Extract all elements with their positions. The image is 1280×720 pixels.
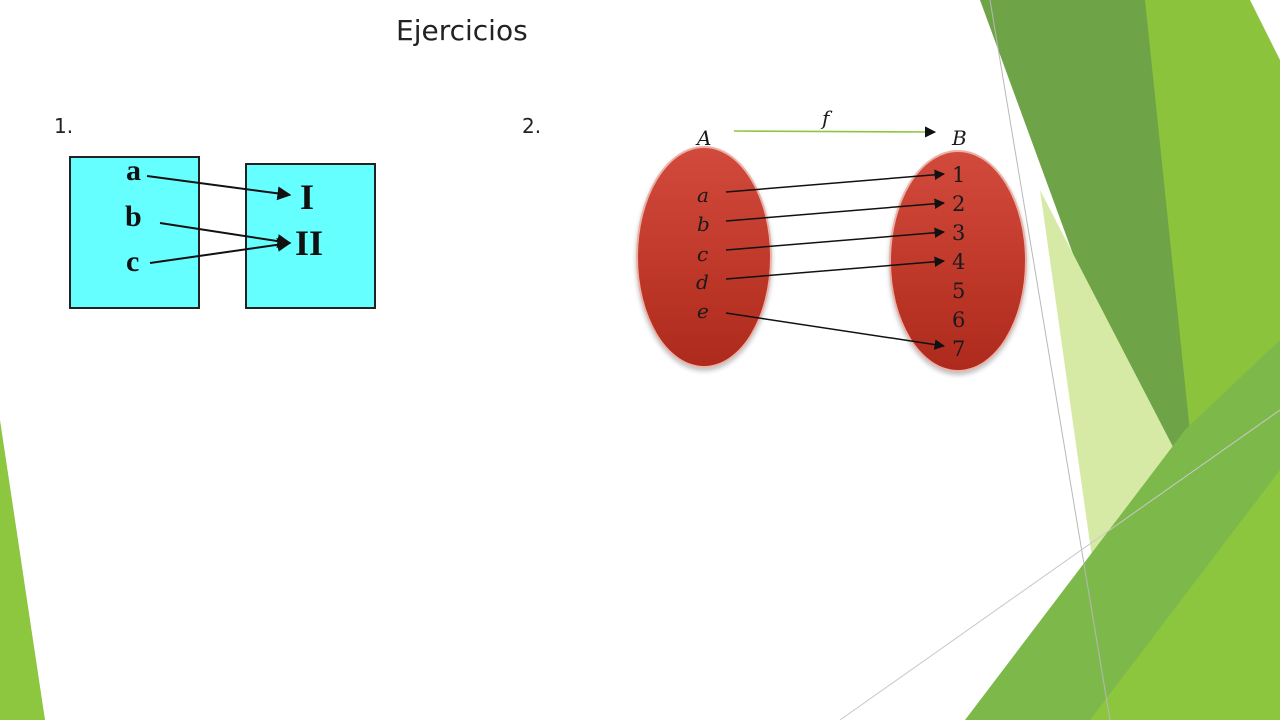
exercise-1-item-c: c [126, 245, 140, 278]
set-a-item-c: c [697, 242, 709, 266]
set-a-item-e: e [697, 299, 709, 323]
set-b-item-2: 2 [952, 192, 966, 216]
deco-thin-line-2 [839, 409, 1280, 720]
exercise-1-item-b: b [125, 200, 142, 233]
set-b-label: B [952, 126, 967, 150]
set-a-item-d: d [696, 270, 709, 294]
arrow-b-to-II [159, 222, 292, 249]
exercise-1-domain-box [69, 156, 200, 309]
deco-lower-bright-triangle [1090, 470, 1280, 720]
set-b-item-5: 5 [952, 279, 966, 303]
set-a-ellipse [636, 146, 772, 368]
arrow-a-to-I [146, 175, 292, 201]
set-b-item-4: 4 [952, 250, 966, 274]
deco-left-green-sliver [0, 420, 45, 720]
arrow-e-to-7 [725, 312, 946, 350]
deco-thin-line-1 [989, 0, 1111, 720]
exercise-1-item-I: I [300, 177, 315, 217]
exercise-1-item-a: a [126, 154, 141, 187]
arrow-b-to-2 [725, 198, 946, 222]
set-a-item-a: a [697, 183, 709, 207]
arrow-c-to-II [149, 237, 292, 264]
set-b-item-7: 7 [952, 337, 966, 361]
function-arrow [733, 126, 937, 138]
arrow-c-to-3 [725, 227, 946, 251]
set-b-item-1: 1 [952, 163, 966, 187]
slide-title: Ejercicios [396, 14, 528, 47]
arrow-d-to-4 [725, 256, 946, 280]
exercise-1-codomain-box [245, 163, 376, 309]
set-b-ellipse [889, 150, 1027, 372]
arrow-a-to-1 [725, 169, 946, 193]
function-label: f [822, 106, 830, 130]
set-b-item-6: 6 [952, 308, 966, 332]
exercise-1-number: 1. [54, 114, 74, 138]
set-a-label: A [697, 126, 712, 150]
exercise-2-number: 2. [522, 114, 542, 138]
exercise-1-item-II: II [295, 223, 324, 263]
set-b-item-3: 3 [952, 221, 966, 245]
set-a-item-b: b [697, 212, 710, 236]
